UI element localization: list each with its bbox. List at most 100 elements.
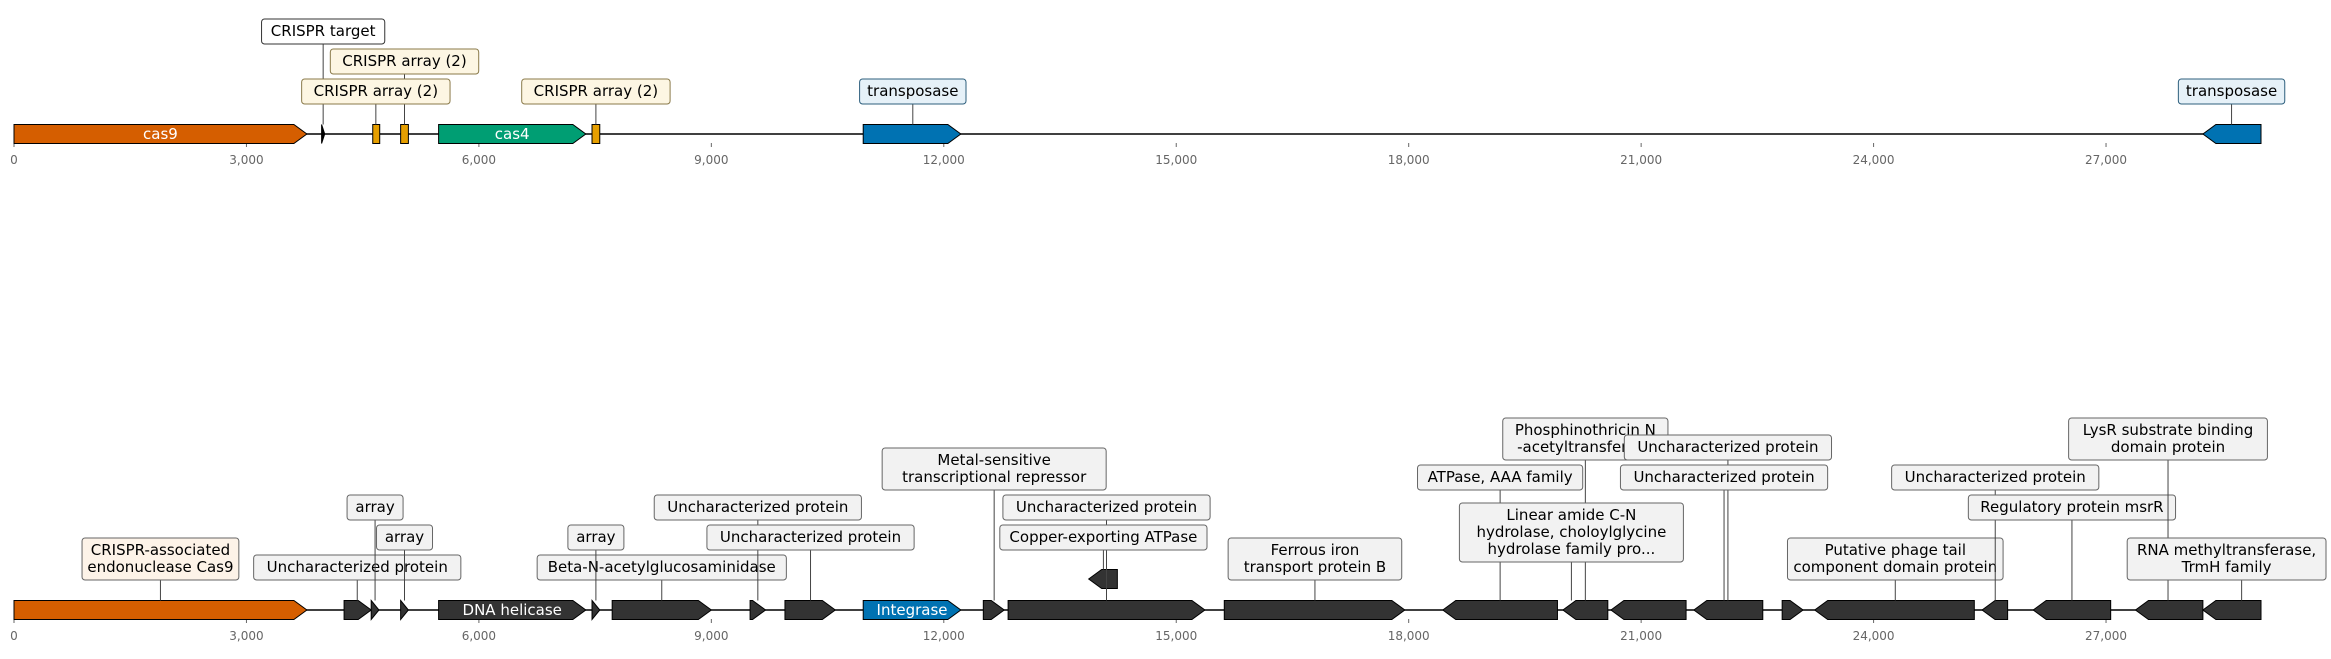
gene-feature: [343, 600, 373, 620]
annotation-box: [536, 554, 787, 581]
axis-tick-label: 6,000: [462, 629, 496, 643]
annotation-box: [2177, 78, 2286, 105]
gene-feature: [2202, 600, 2262, 620]
axis-tick-label: 15,000: [1155, 629, 1197, 643]
axis-tick-label: 15,000: [1155, 153, 1197, 167]
annotation-label: Uncharacterized protein: [1633, 468, 1814, 486]
annotation-label: LysR substrate binding: [2083, 421, 2254, 439]
annotation-box: [81, 537, 240, 581]
annotation-box: [1458, 502, 1684, 563]
annotation-box: [1417, 464, 1584, 491]
annotation-label: Uncharacterized protein: [720, 528, 901, 546]
axis-tick-label: 3,000: [229, 629, 263, 643]
annotation-box: [567, 524, 625, 551]
annotation-box: [653, 494, 862, 521]
annotation-label: Phosphinothricin N: [1515, 421, 1656, 439]
gene-feature: [862, 600, 962, 620]
annotation-label: transposase: [2186, 82, 2277, 100]
annotation-label: ATPase, AAA family: [1428, 468, 1573, 486]
gene-feature: [1610, 600, 1687, 620]
annotation-label: -acetyltransferase: [1517, 438, 1653, 456]
gene-feature: [2032, 600, 2112, 620]
axis-tick-label: 12,000: [923, 153, 965, 167]
annotation-label: Regulatory protein msrR: [1980, 498, 2163, 516]
annotation-label: Metal-sensitive: [937, 451, 1051, 469]
gene-name-label: cas4: [495, 125, 530, 143]
annotation-label: Putative phage tail: [1825, 541, 1966, 559]
axis-tick-label: 24,000: [1853, 153, 1895, 167]
annotation-label: component domain protein: [1793, 558, 1997, 576]
gene-feature: [1562, 600, 1609, 620]
gene-feature: [611, 600, 713, 620]
axis-tick-label: 18,000: [1388, 629, 1430, 643]
gene-feature: [591, 599, 601, 621]
axis-tick-label: 0: [10, 629, 18, 643]
annotation-box: [329, 48, 480, 75]
gene-name-label: cas9: [143, 125, 178, 143]
annotation-label: transcriptional repressor: [902, 468, 1087, 486]
gene-feature: [1007, 600, 1206, 620]
gene-feature: [1087, 569, 1118, 589]
annotation-box: [999, 524, 1208, 551]
annotation-box: [2068, 417, 2268, 461]
annotation-label: array: [385, 528, 424, 546]
gene-feature: [321, 124, 326, 144]
gene-feature: [749, 600, 767, 620]
annotation-box: [1002, 494, 1211, 521]
annotation-label: CRISPR array (2): [314, 82, 438, 100]
gene-feature: [784, 600, 837, 620]
gene-feature: [370, 599, 380, 621]
axis-tick-label: 18,000: [1388, 153, 1430, 167]
annotation-label: Beta-N-acetylglucosaminidase: [548, 558, 776, 576]
annotation-box: [346, 494, 404, 521]
annotation-label: RNA methyltransferase,: [2137, 541, 2316, 559]
annotation-label: array: [355, 498, 394, 516]
gene-feature: [438, 600, 587, 620]
gene-feature: [2202, 124, 2262, 144]
axis-tick-label: 27,000: [2085, 629, 2127, 643]
annotation-label: transport protein B: [1244, 558, 1386, 576]
annotation-label: CRISPR target: [271, 22, 376, 40]
annotation-label: array: [576, 528, 615, 546]
annotation-box: [261, 18, 386, 45]
annotation-label: Linear amide C-N: [1506, 506, 1636, 524]
annotation-box: [1619, 464, 1829, 491]
axis-tick-label: 12,000: [923, 629, 965, 643]
gene-name-label: Integrase: [877, 601, 948, 619]
annotation-label: transposase: [867, 82, 958, 100]
annotation-label: Ferrous iron: [1271, 541, 1360, 559]
axis-tick-label: 6,000: [462, 153, 496, 167]
annotation-box: [1623, 434, 1833, 461]
annotation-label: TrmH family: [2181, 558, 2272, 576]
gene-feature: [400, 124, 409, 144]
annotation-label: hydrolase family pro...: [1488, 540, 1656, 558]
annotation-label: Uncharacterized protein: [267, 558, 448, 576]
annotation-label: domain protein: [2111, 438, 2225, 456]
annotation-label: endonuclease Cas9: [87, 558, 233, 576]
annotation-box: [376, 524, 434, 551]
axis-tick-label: 21,000: [1620, 153, 1662, 167]
annotation-box: [521, 78, 671, 105]
annotation-box: [253, 554, 462, 581]
annotation-box: [2126, 537, 2327, 581]
axis-tick-label: 0: [10, 153, 18, 167]
annotation-label: Uncharacterized protein: [1637, 438, 1818, 456]
annotation-label: Uncharacterized protein: [1905, 468, 2086, 486]
gene-feature: [2134, 600, 2204, 620]
annotation-label: CRISPR array (2): [534, 82, 658, 100]
gene-feature: [1692, 600, 1764, 620]
gene-feature: [372, 124, 381, 144]
annotation-label: Copper-exporting ATPase: [1009, 528, 1197, 546]
gene-feature: [400, 599, 410, 621]
annotation-label: Uncharacterized protein: [667, 498, 848, 516]
annotation-box: [1227, 537, 1403, 581]
axis-tick-label: 27,000: [2085, 153, 2127, 167]
gene-feature: [13, 124, 308, 144]
gene-feature: [982, 600, 1006, 620]
gene-feature: [1223, 600, 1406, 620]
axis-tick-label: 9,000: [694, 153, 728, 167]
annotation-label: Uncharacterized protein: [1016, 498, 1197, 516]
gene-feature: [1813, 600, 1975, 620]
annotation-label: CRISPR-associated: [91, 541, 230, 559]
